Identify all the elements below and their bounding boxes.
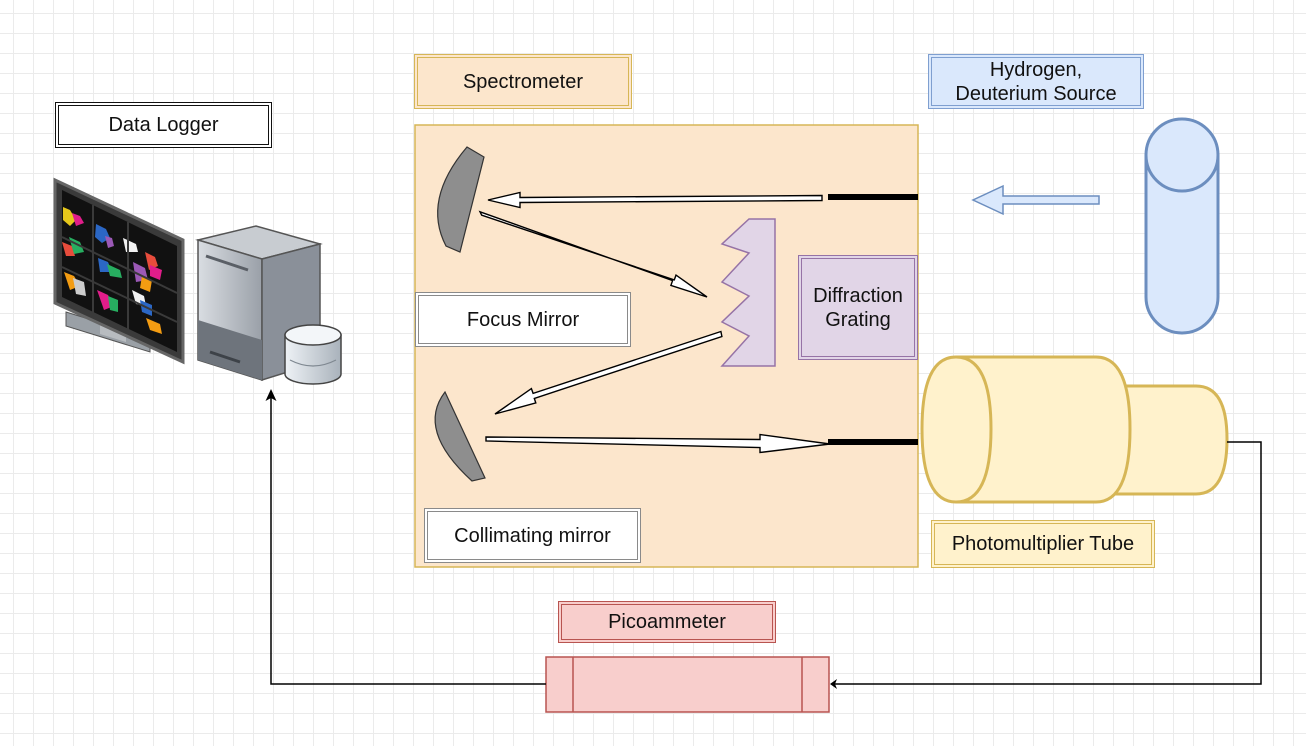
focus-mirror-label[interactable]: Focus Mirror xyxy=(415,292,631,347)
source-text-line-2: Deuterium Source xyxy=(955,82,1117,105)
picoammeter-to-logger-arrowhead xyxy=(265,389,277,401)
photomultiplier-shape[interactable] xyxy=(920,355,1229,504)
source-text-line-1: Hydrogen, xyxy=(989,58,1083,81)
monitor-icon xyxy=(53,177,185,365)
picoammeter-to-logger-line xyxy=(270,398,546,685)
collimating-mirror-text: Collimating mirror xyxy=(454,524,611,547)
focus-mirror-text: Focus Mirror xyxy=(466,308,580,331)
pmt-to-picoammeter-line xyxy=(832,441,1262,685)
picoammeter-shape[interactable] xyxy=(545,656,830,713)
spectrometer-label[interactable]: Spectrometer xyxy=(414,54,632,109)
spectrometer-text: Spectrometer xyxy=(462,70,584,93)
beam-slit-to-focus xyxy=(487,191,823,209)
grating-text-line-1: Diffraction xyxy=(813,284,903,307)
collimating-mirror-shape xyxy=(434,390,486,482)
grating-shape xyxy=(720,218,776,367)
data-logger-text: Data Logger xyxy=(108,114,219,136)
beam-focus-to-grating xyxy=(478,210,708,298)
collimating-mirror-label[interactable]: Collimating mirror xyxy=(424,508,641,563)
picoammeter-label[interactable]: Picoammeter xyxy=(558,601,776,643)
source-label[interactable]: Hydrogen, Deuterium Source xyxy=(928,54,1144,109)
grating-label[interactable]: Diffraction Grating xyxy=(798,255,918,360)
database-icon xyxy=(284,324,342,385)
photomultiplier-label[interactable]: Photomultiplier Tube xyxy=(931,520,1155,568)
source-light-arrow xyxy=(971,184,1100,216)
source-cylinder[interactable] xyxy=(1144,117,1220,335)
pmt-to-picoammeter-arrowhead xyxy=(830,679,837,689)
focus-mirror-shape xyxy=(437,146,485,253)
beam-collimating-to-slit xyxy=(485,433,831,454)
photomultiplier-text: Photomultiplier Tube xyxy=(951,533,1135,555)
picoammeter-text: Picoammeter xyxy=(608,611,726,633)
grating-text-line-2: Grating xyxy=(825,308,891,331)
data-logger-label[interactable]: Data Logger xyxy=(55,102,272,148)
beam-grating-to-collimating xyxy=(494,330,723,415)
